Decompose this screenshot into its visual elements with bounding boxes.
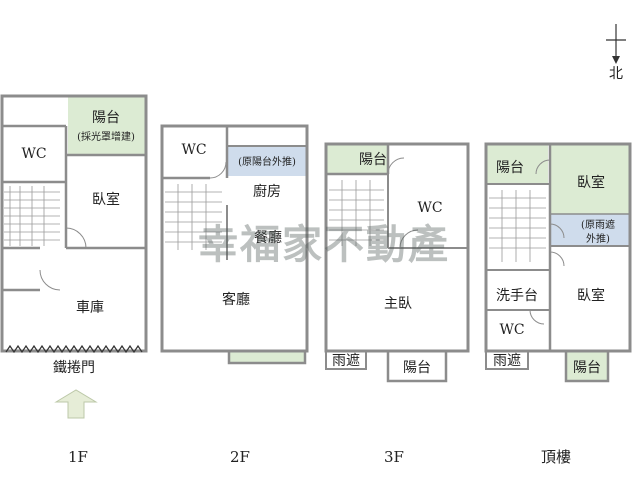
balcony-label: 陽台 — [92, 110, 120, 126]
north-label: 北 — [609, 66, 623, 82]
dining-label: 餐廳 — [254, 229, 282, 246]
balcony-area — [68, 96, 146, 155]
watermark: 幸福家不動產 — [198, 222, 450, 268]
garage-label: 車庫 — [76, 299, 104, 316]
pushout-label-2: 外推) — [586, 232, 610, 245]
floor-2f: WC (原陽台外推) 廚房 餐廳 客廳 2F — [160, 124, 309, 466]
wc-label: WC — [417, 200, 442, 216]
pushout-label: (原陽台外推) — [238, 155, 296, 168]
outer-wall — [484, 142, 632, 353]
balcony-area-bottom — [566, 351, 608, 381]
wc-label: WC — [499, 322, 524, 338]
kitchen-label: 廚房 — [253, 183, 281, 200]
balcony-top-label: 陽台 — [359, 152, 387, 168]
rain-shelter-label: 雨遮 — [493, 353, 521, 369]
rolling-door-label: 鐵捲門 — [53, 359, 95, 376]
pushout-area — [227, 146, 307, 176]
wc-label: WC — [181, 142, 206, 158]
pushout-label-1: (原雨遮 — [581, 218, 615, 231]
balcony-note: (採光罩增建) — [77, 130, 135, 143]
balcony-bottom-label: 陽台 — [403, 360, 431, 376]
living-label: 客廳 — [222, 291, 250, 308]
balcony-bottom-label: 陽台 — [573, 360, 601, 376]
floor-3f: 陽台 WC 主臥 雨遮 陽台 3F — [324, 142, 470, 466]
outer-wall — [0, 94, 148, 353]
bedroom-bottom-label: 臥室 — [577, 287, 605, 304]
master-bedroom-label: 主臥 — [384, 296, 412, 312]
entrance-arrow — [54, 389, 98, 419]
rain-shelter-label: 雨遮 — [332, 353, 360, 369]
floor-1f: 陽台 (採光罩增建) WC 臥室 車庫 鐵捲門 1F — [0, 94, 148, 466]
balcony-strip — [229, 352, 305, 362]
balcony-area-top — [486, 144, 548, 184]
stairs — [4, 186, 60, 246]
bedroom-top-area — [550, 144, 630, 214]
north-arrow: 北 — [606, 24, 626, 82]
pushout-area — [550, 214, 630, 246]
bedroom-top-label: 臥室 — [577, 174, 605, 191]
rolling-door-symbol — [5, 344, 143, 354]
floor-roof: 陽台 臥室 (原雨遮 外推) 洗手台 WC 臥室 雨遮 陽台 頂樓 — [484, 142, 632, 466]
floor-label-2f: 2F — [230, 448, 250, 466]
stairs — [165, 184, 222, 250]
floor-label-1f: 1F — [68, 448, 88, 466]
balcony-top-label: 陽台 — [496, 160, 524, 176]
stairs — [489, 190, 546, 262]
bedroom-label: 臥室 — [92, 191, 120, 208]
washroom-label: 洗手台 — [496, 288, 538, 304]
wc-label: WC — [21, 146, 46, 162]
balcony-area-top — [326, 144, 388, 174]
floor-label-roof: 頂樓 — [541, 448, 571, 466]
stairs — [329, 180, 384, 246]
floor-label-3f: 3F — [384, 448, 404, 466]
